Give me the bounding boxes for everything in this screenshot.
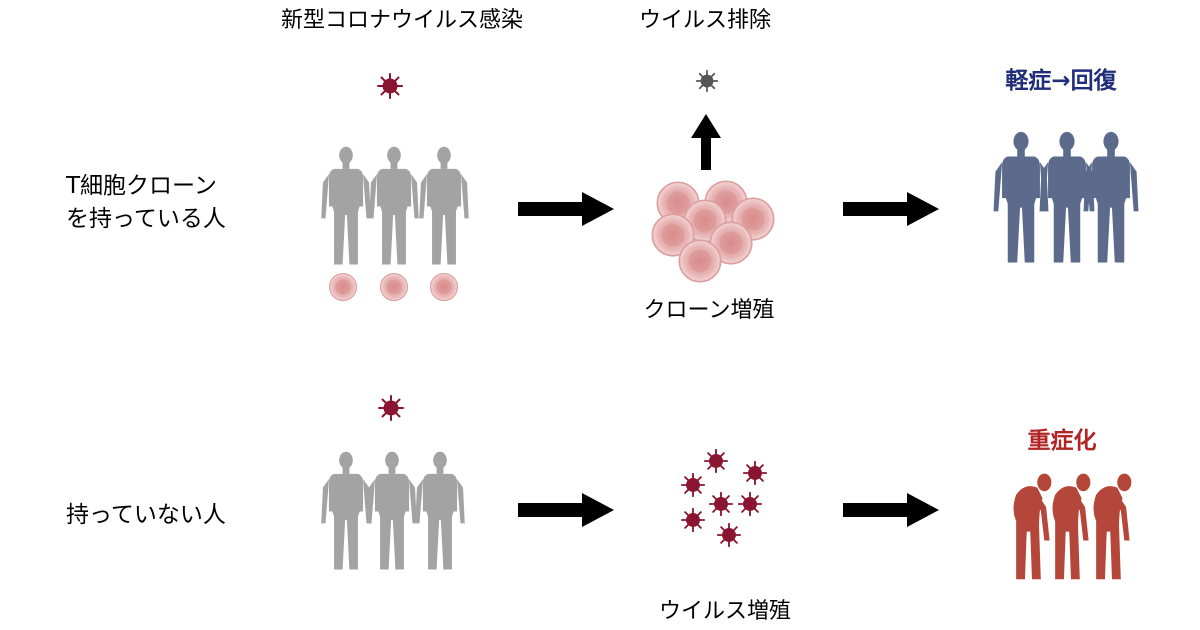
human-figure-icon xyxy=(419,146,469,265)
t-cell-icon xyxy=(379,272,409,302)
right-arrow-icon xyxy=(843,192,939,226)
tcell-cluster-proliferation xyxy=(651,180,775,283)
coronavirus-icon xyxy=(742,460,768,486)
human-figure-icon xyxy=(321,451,371,570)
coronavirus-icon xyxy=(708,491,734,517)
coronavirus-icon xyxy=(716,522,742,548)
coronavirus-icon xyxy=(377,73,403,99)
human-figure-icon xyxy=(369,146,419,265)
right-arrow-icon xyxy=(518,192,614,226)
human-figure-icon xyxy=(415,451,465,570)
virus-cluster-proliferation xyxy=(680,448,768,548)
coronavirus-icon xyxy=(378,395,404,421)
right-arrow-icon xyxy=(518,493,614,527)
human-group-gray-row1 xyxy=(321,146,469,265)
human-figure-icon xyxy=(993,131,1049,263)
right-arrow-icon xyxy=(843,493,939,527)
t-cell-icon xyxy=(678,239,722,283)
header-infection: 新型コロナウイルス感染 xyxy=(281,8,523,33)
tcell-group-row1 xyxy=(328,272,459,302)
row1-label-line1: T細胞クローン xyxy=(65,173,217,199)
up-arrow-icon xyxy=(691,114,721,170)
outcome-severe: 重症化 xyxy=(1028,427,1097,454)
caption-clone-proliferation: クローン増殖 xyxy=(644,298,775,323)
row1-label-line2: を持っている人 xyxy=(66,206,226,232)
row-without-clone: 持っていない人 ウイルス増殖 重症化 xyxy=(66,395,1132,624)
human-group-gray-row2 xyxy=(321,451,465,570)
coronavirus-icon xyxy=(737,491,763,517)
row2-label: 持っていない人 xyxy=(66,502,226,528)
coronavirus-icon xyxy=(703,448,729,474)
header-virus-elimination: ウイルス排除 xyxy=(639,8,771,33)
human-group-recovered xyxy=(993,131,1139,263)
bent-human-figure-icon xyxy=(1013,473,1052,580)
caption-virus-proliferation: ウイルス増殖 xyxy=(659,599,791,624)
outcome-mild-recovery: 軽症→回復 xyxy=(1005,67,1117,94)
bent-human-figure-icon xyxy=(1093,473,1132,580)
bent-human-figure-icon xyxy=(1052,473,1091,580)
human-group-severe xyxy=(1013,473,1132,580)
human-figure-icon xyxy=(321,146,371,265)
coronavirus-icon-eliminated xyxy=(695,69,719,93)
t-cell-icon xyxy=(328,272,358,302)
coronavirus-icon xyxy=(680,472,706,498)
coronavirus-icon xyxy=(680,507,706,533)
row-with-clone: T細胞クローン を持っている人 クローン増殖 軽症→回復 xyxy=(65,67,1139,323)
human-figure-icon xyxy=(367,451,417,570)
t-cell-icon xyxy=(429,272,459,302)
